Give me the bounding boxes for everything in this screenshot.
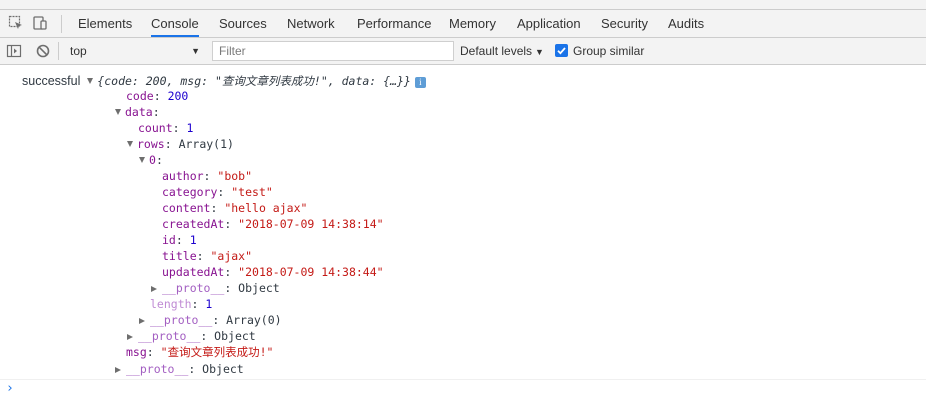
prop-key: category: [162, 185, 218, 199]
prompt-divider: [0, 379, 926, 380]
tab-memory[interactable]: Memory: [449, 16, 496, 31]
tab-audits[interactable]: Audits: [668, 16, 705, 31]
prop-value: Object: [214, 329, 256, 343]
prop-key: length: [150, 297, 192, 311]
prop-key: data: [125, 105, 153, 119]
prop-colon: :: [155, 153, 163, 167]
context-selector[interactable]: top ▼: [64, 41, 206, 61]
window-top-edge: [0, 0, 926, 10]
prop-data[interactable]: data:: [115, 104, 160, 120]
prop-index-0[interactable]: 0:: [139, 152, 163, 168]
prop-updatedAt: updatedAt: "2018-07-09 14:38:44": [162, 265, 384, 279]
prop-value: "ajax": [210, 249, 253, 263]
prop-value: Array(1): [178, 137, 234, 151]
prop-key: createdAt: [162, 217, 225, 231]
expand-arrow-icon[interactable]: [127, 334, 133, 340]
prop-author: author: "bob": [162, 169, 253, 183]
prop-key: 0: [149, 153, 156, 167]
prop-value: "2018-07-09 14:38:14": [238, 217, 384, 231]
collapse-arrow-icon[interactable]: [127, 141, 133, 147]
tab-elements[interactable]: Elements: [78, 16, 133, 31]
prop-value: 200: [167, 89, 189, 103]
prop-key: title: [162, 249, 197, 263]
prop-value: "bob": [217, 169, 253, 183]
prop-createdAt: createdAt: "2018-07-09 14:38:14": [162, 217, 384, 231]
filterbar-divider: [58, 42, 59, 60]
clear-console-icon[interactable]: [35, 43, 51, 59]
log-levels-label: Default levels: [460, 44, 533, 58]
collapse-arrow-icon[interactable]: [87, 78, 94, 84]
prop-value: 1: [189, 233, 197, 247]
log-prefix: successful: [22, 74, 81, 88]
devtools-tabbar: Elements Console Sources Network Perform…: [0, 10, 926, 38]
prop-key: code: [126, 89, 154, 103]
prop-key: rows: [137, 137, 165, 151]
prop-value: 1: [205, 297, 213, 311]
prop-key: id: [162, 233, 176, 247]
tab-network[interactable]: Network: [287, 16, 335, 31]
prop-title: title: "ajax": [162, 249, 253, 263]
info-icon[interactable]: i: [414, 77, 426, 88]
prop-key: author: [162, 169, 204, 183]
inspect-element-icon[interactable]: [8, 15, 24, 31]
show-sidebar-icon[interactable]: [6, 43, 22, 59]
group-similar-label: Group similar: [573, 44, 645, 58]
prop-rows[interactable]: rows: Array(1): [127, 136, 234, 152]
prop-value: Array(0): [226, 313, 282, 327]
prop-colon: :: [152, 105, 160, 119]
device-toolbar-icon[interactable]: [32, 15, 48, 31]
console-prompt-icon[interactable]: ›: [6, 381, 14, 396]
expand-arrow-icon[interactable]: [139, 318, 145, 324]
toolbar-divider: [61, 15, 62, 33]
prop-proto[interactable]: __proto__: Object: [151, 280, 280, 296]
prop-key: count: [138, 121, 173, 135]
chevron-down-icon: ▼: [191, 46, 200, 56]
tab-application[interactable]: Application: [517, 16, 581, 31]
context-value: top: [70, 44, 87, 58]
prop-key: __proto__: [150, 313, 213, 327]
prop-id: id: 1: [162, 233, 197, 247]
prop-length: length: 1: [150, 297, 213, 311]
prop-key: msg: [126, 345, 147, 359]
prop-value: "查询文章列表成功!": [160, 345, 274, 359]
prop-value: "test": [231, 185, 273, 199]
group-similar-checkbox[interactable]: [555, 44, 568, 57]
log-entry[interactable]: successful {code: 200, msg: "查询文章列表成功!",…: [22, 73, 426, 89]
chevron-down-icon: ▼: [535, 47, 544, 57]
prop-key: __proto__: [138, 329, 201, 343]
tab-console[interactable]: Console: [151, 10, 199, 37]
prop-value: "2018-07-09 14:38:44": [238, 265, 384, 279]
filter-input[interactable]: [212, 41, 454, 61]
prop-value: Object: [238, 281, 280, 295]
expand-arrow-icon[interactable]: [151, 286, 157, 292]
prop-value: "hello ajax": [224, 201, 308, 215]
tab-security[interactable]: Security: [601, 16, 648, 31]
tab-performance[interactable]: Performance: [357, 16, 432, 31]
console-filterbar: top ▼ Default levels▼ Group similar: [0, 38, 926, 65]
prop-proto[interactable]: __proto__: Object: [127, 328, 256, 344]
prop-value: 1: [186, 121, 194, 135]
log-levels-dropdown[interactable]: Default levels▼: [460, 38, 544, 64]
prop-count: count: 1: [138, 121, 194, 135]
prop-key: __proto__: [162, 281, 225, 295]
prop-key: content: [162, 201, 211, 215]
prop-code: code: 200: [126, 89, 189, 103]
collapse-arrow-icon[interactable]: [139, 157, 145, 163]
prop-key: updatedAt: [162, 265, 225, 279]
expand-arrow-icon[interactable]: [115, 367, 121, 373]
prop-value: Object: [202, 362, 244, 376]
prop-proto[interactable]: __proto__: Object: [115, 361, 244, 377]
console-output: successful {code: 200, msg: "查询文章列表成功!",…: [0, 65, 926, 379]
collapse-arrow-icon[interactable]: [115, 109, 121, 115]
tab-sources[interactable]: Sources: [219, 16, 267, 31]
prop-proto[interactable]: __proto__: Array(0): [139, 312, 282, 328]
object-preview: {code: 200, msg: "查询文章列表成功!", data: {…}}: [97, 74, 411, 88]
prop-category: category: "test": [162, 185, 273, 199]
prop-key: __proto__: [126, 362, 189, 376]
prop-content: content: "hello ajax": [162, 201, 308, 215]
prop-msg: msg: "查询文章列表成功!": [126, 345, 274, 359]
